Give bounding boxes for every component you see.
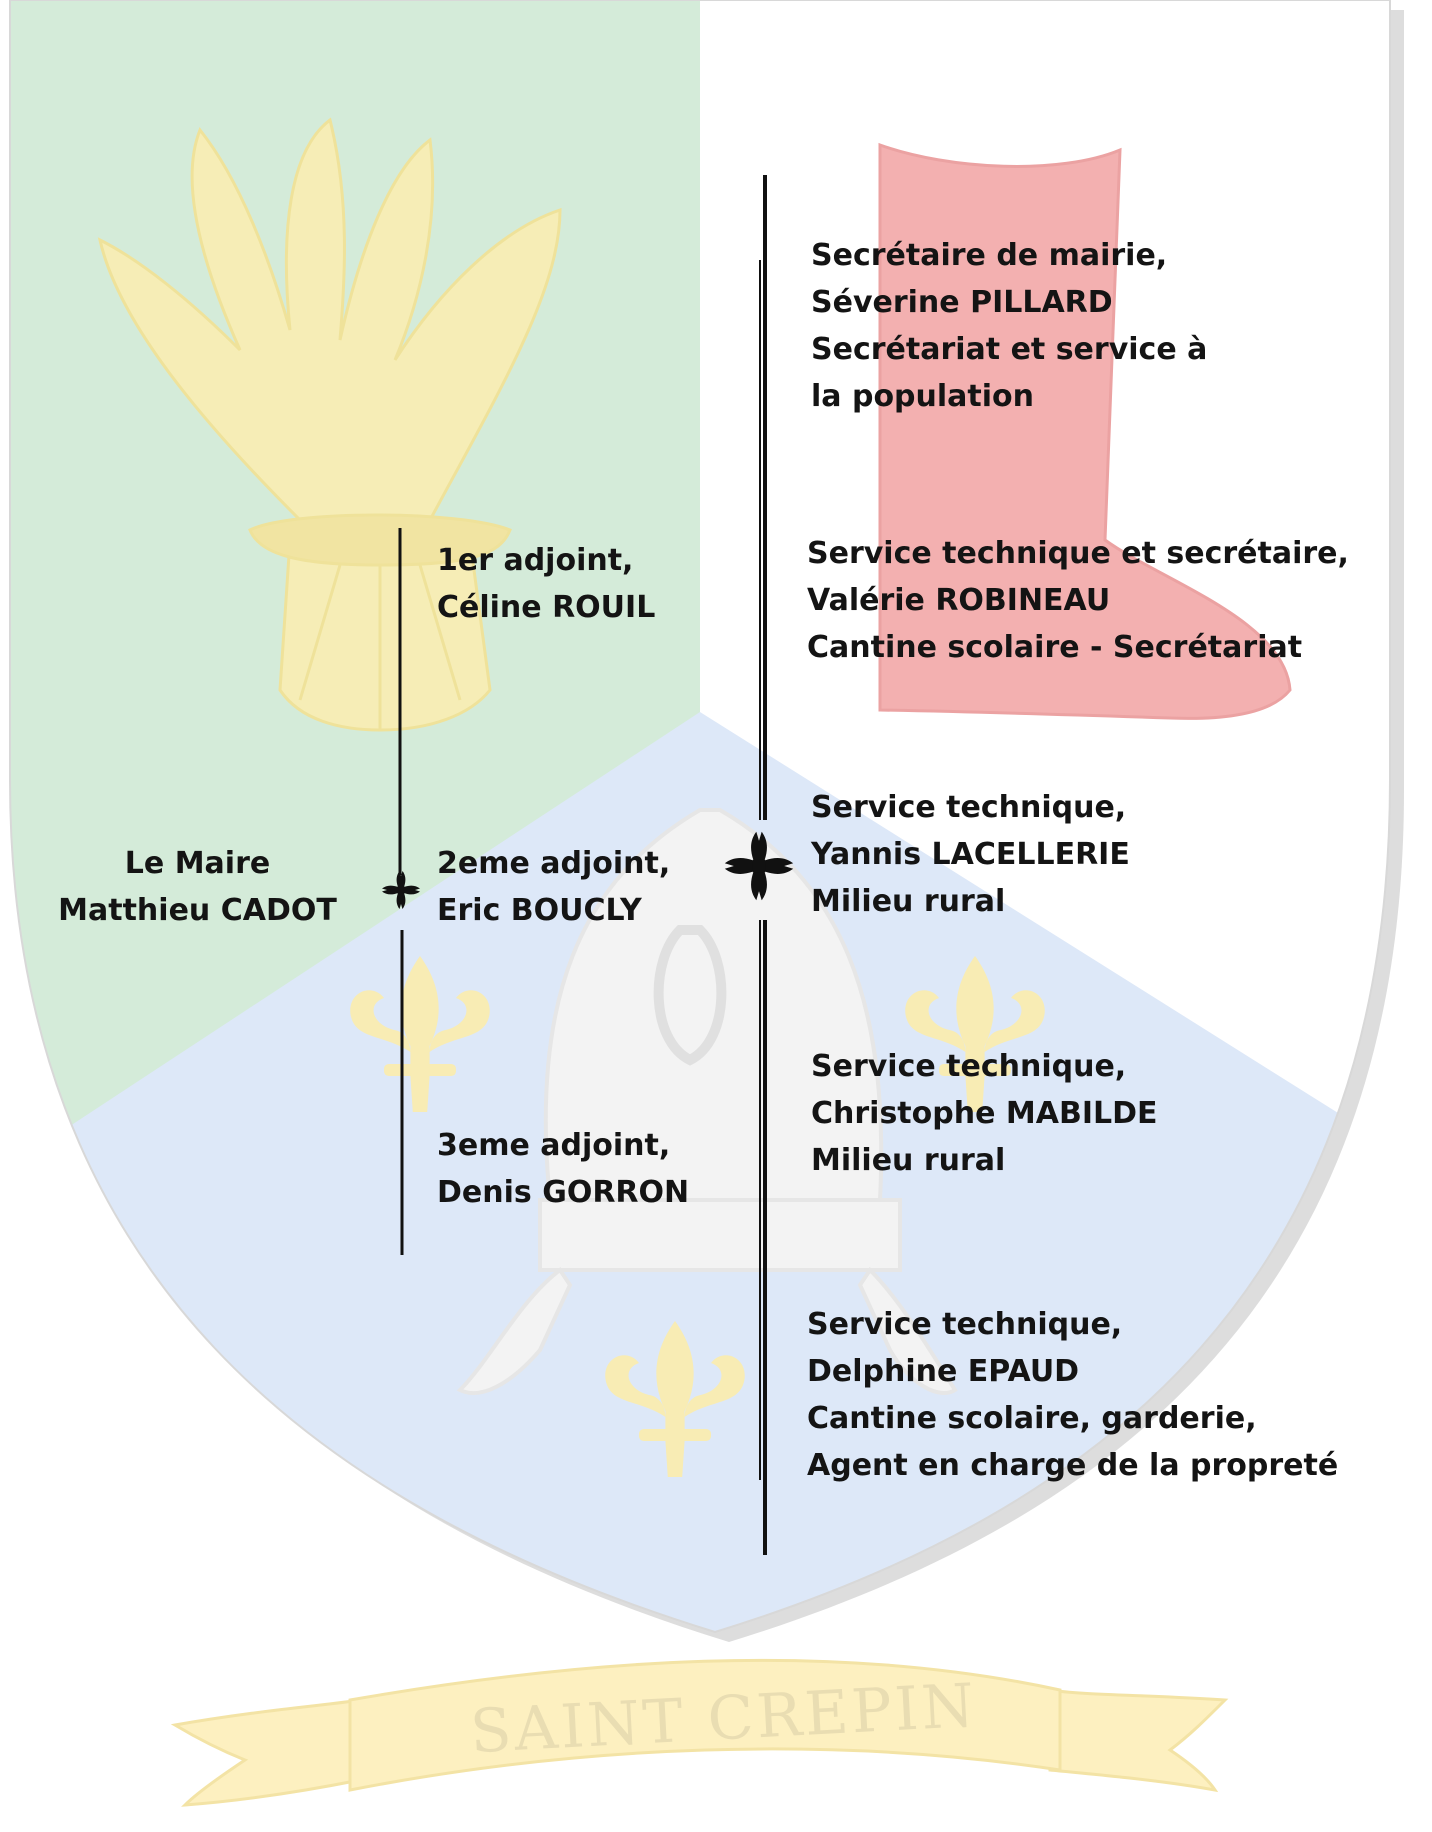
deputies-connector [398,528,404,1255]
staff-duty: Milieu rural [811,884,1006,919]
deputy-name: Eric BOUCLY [437,893,642,928]
staff-duty-2: Agent en charge de la propreté [807,1448,1339,1483]
staff-2: Service technique et secrétaire, Valérie… [807,530,1349,671]
staff-duty-2: la population [811,379,1035,414]
mayor-box: Le Maire Matthieu CADOT [45,840,350,934]
staff-name: Yannis LACELLERIE [811,837,1130,872]
wheat-sheaf-icon [97,117,562,732]
deputy-3: 3eme adjoint, Denis GORRON [437,1122,689,1216]
connector-lines [398,175,767,1555]
banner-ribbon [170,1658,1229,1807]
staff-name: Valérie ROBINEAU [807,583,1111,618]
staff-duty: Cantine scolaire - Secrétariat [807,630,1303,665]
deputy-role: 1er adjoint, [437,543,634,578]
boot-icon [878,142,1292,720]
staff-role: Service technique, [807,1307,1123,1342]
mitre-icon [456,808,958,1396]
deputy-name: Denis GORRON [437,1175,690,1210]
staff-role: Service technique, [811,1049,1127,1084]
mayor-title: Le Maire [124,846,271,881]
mayor-name: Matthieu CADOT [58,893,337,928]
staff-5: Service technique, Delphine EPAUD Cantin… [807,1301,1338,1489]
staff-name: Séverine PILLARD [811,285,1113,320]
deputy-name: Céline ROUIL [437,590,656,625]
deputy-1: 1er adjoint, Céline ROUIL [437,537,655,631]
staff-duty: Cantine scolaire, garderie, [807,1401,1257,1436]
staff-role: Service technique, [811,790,1127,825]
deputy-role: 3eme adjoint, [437,1128,671,1163]
staff-name: Delphine EPAUD [807,1354,1080,1389]
staff-3: Service technique, Yannis LACELLERIE Mil… [811,784,1130,925]
staff-role: Secrétaire de mairie, [811,238,1168,273]
staff-name: Christophe MABILDE [811,1096,1158,1131]
staff-role: Service technique et secrétaire, [807,536,1349,571]
staff-duty: Secrétariat et service à [811,332,1208,367]
staff-duty: Milieu rural [811,1143,1006,1178]
staff-1: Secrétaire de mairie, Séverine PILLARD S… [811,232,1207,420]
deputy-2: 2eme adjoint, Eric BOUCLY [437,840,670,934]
staff-4: Service technique, Christophe MABILDE Mi… [811,1043,1158,1184]
deputy-role: 2eme adjoint, [437,846,671,881]
